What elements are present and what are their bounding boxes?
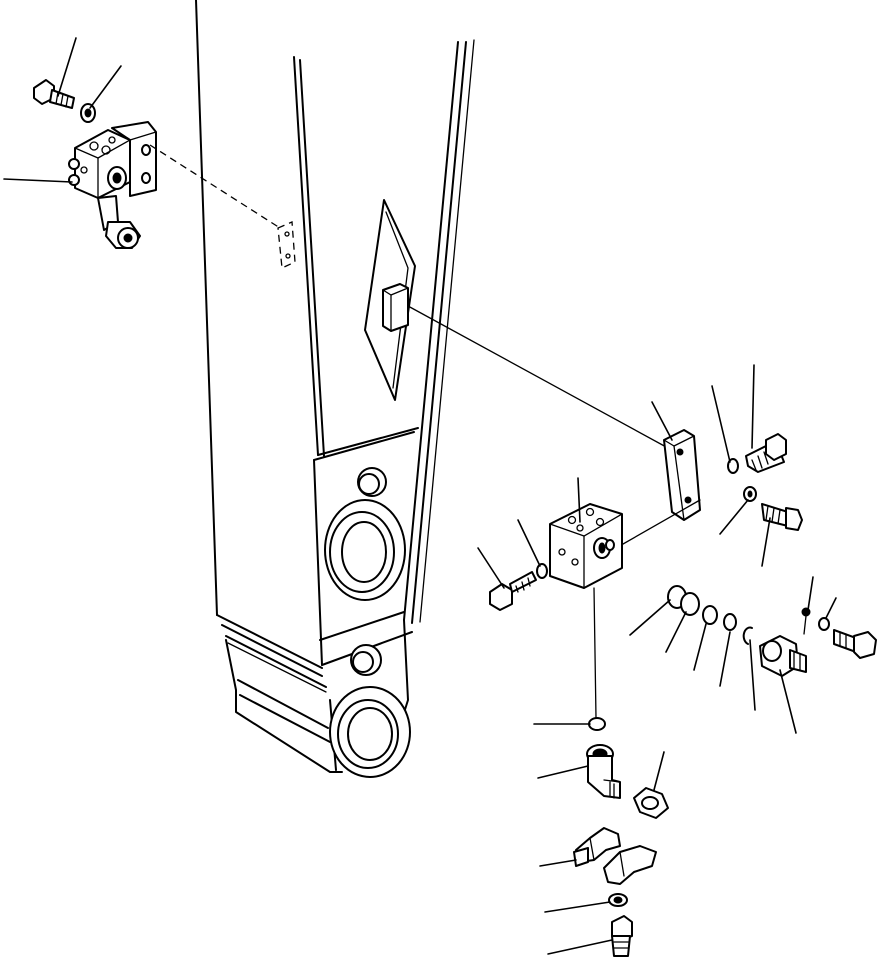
leader-4 [651, 401, 673, 441]
clamp-plate [663, 429, 701, 521]
elbow-fitting [586, 744, 621, 799]
connection-line-block [615, 499, 701, 549]
leader-3 [3, 178, 73, 183]
leader-17 [779, 669, 797, 734]
leader-11 [477, 547, 505, 589]
bolt-far-right [833, 629, 877, 659]
leader-13 [665, 611, 687, 653]
connection-line-top [149, 144, 281, 229]
bolt-bottom [611, 915, 633, 957]
split-flange-2 [603, 845, 657, 885]
leader-12 [629, 599, 671, 636]
connection-line-plate [407, 305, 669, 449]
leader-18 [807, 576, 814, 611]
o-ring-2 [680, 592, 700, 616]
screw-small [801, 607, 811, 635]
washer-block [536, 563, 548, 579]
connection-line-down [593, 587, 597, 719]
nut [633, 787, 669, 819]
leader-7 [719, 499, 749, 535]
leader-15 [719, 631, 731, 687]
leader-21 [537, 765, 589, 779]
reinforcement-plate [364, 199, 416, 401]
leader-5 [711, 385, 731, 463]
o-ring-4 [723, 613, 737, 631]
bolt-right-1 [745, 433, 787, 473]
callout-leaders [3, 37, 837, 955]
mounting-bracket [382, 283, 409, 332]
leader-25 [547, 939, 613, 955]
leader-9 [577, 477, 581, 523]
leader-22 [653, 751, 665, 791]
o-ring-3 [702, 605, 718, 625]
leader-1 [57, 37, 77, 97]
leader-10 [517, 519, 541, 567]
snap-ring [742, 626, 753, 645]
leader-19 [825, 597, 837, 619]
leader-14 [693, 623, 707, 671]
leader-24 [544, 901, 611, 913]
arm [195, 0, 475, 778]
leader-16 [749, 639, 756, 711]
split-flange-1 [573, 827, 621, 867]
plug-right [759, 635, 807, 677]
leader-2 [89, 65, 122, 109]
bolt-top-left [33, 79, 75, 109]
leader-23 [539, 859, 577, 867]
valve-block [549, 503, 623, 589]
valve-assembly-top-left [33, 79, 157, 249]
bolt-right-2 [761, 503, 803, 531]
leader-6 [751, 364, 755, 449]
washer-far-right [818, 617, 830, 631]
o-ring-bottom [588, 717, 606, 731]
leader-8 [761, 517, 771, 567]
hidden-bracket [277, 221, 296, 269]
